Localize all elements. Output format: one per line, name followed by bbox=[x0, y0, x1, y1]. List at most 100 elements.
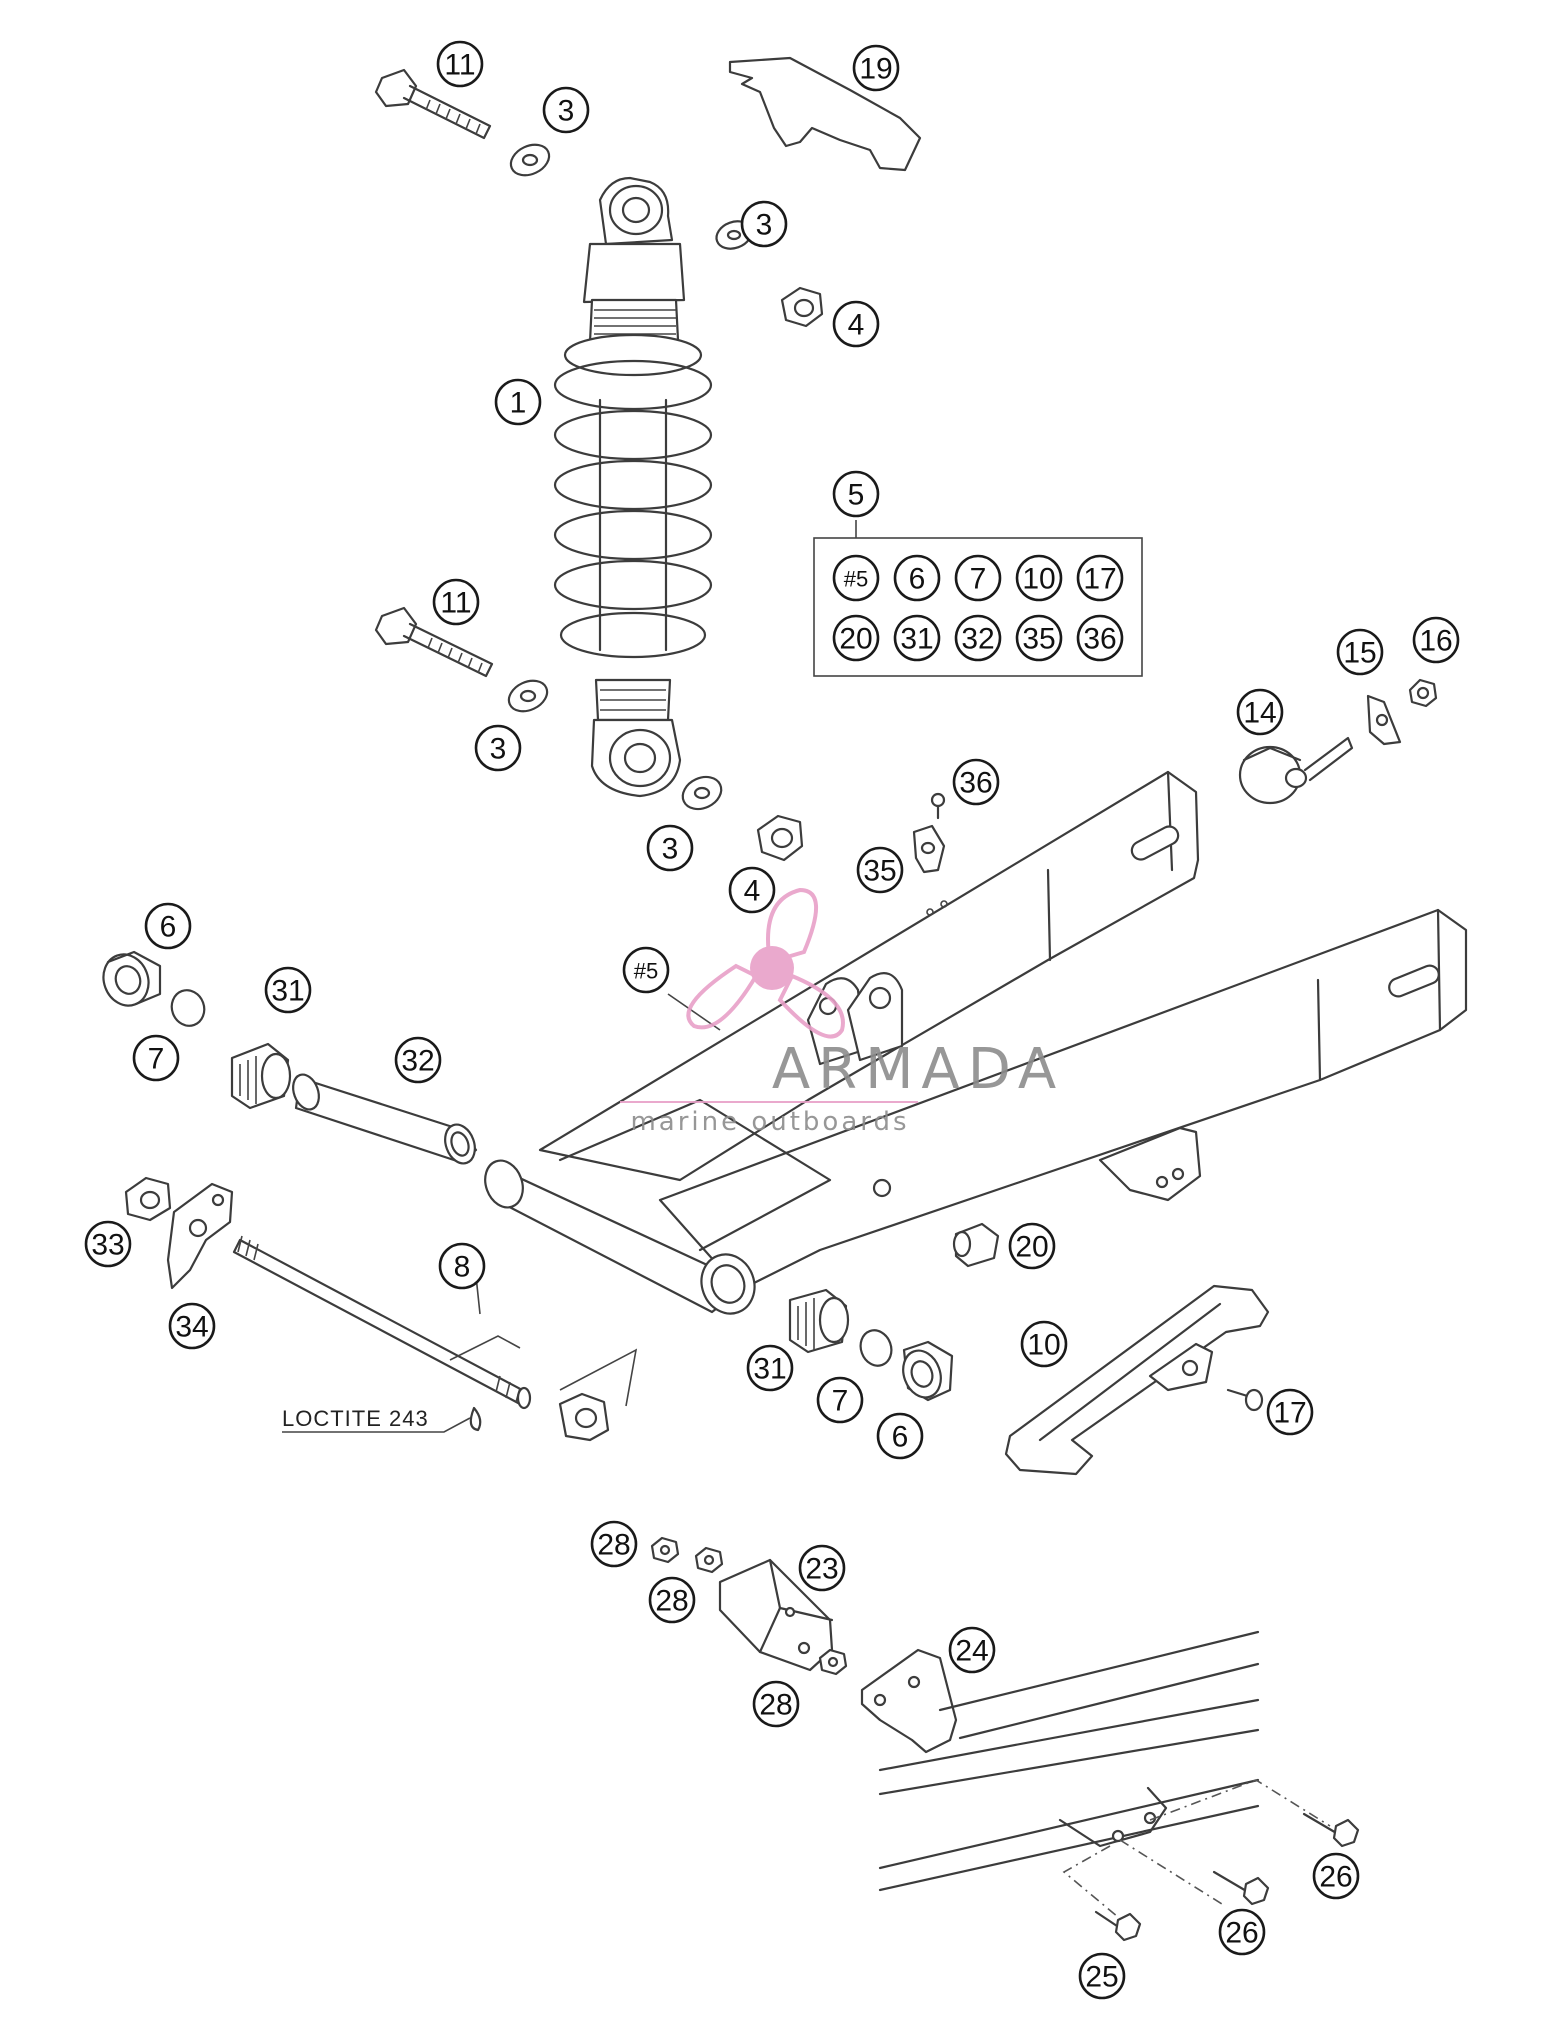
callout-23: 23 bbox=[798, 1544, 846, 1592]
kit-item-label: 36 bbox=[1083, 623, 1116, 656]
nut-28-b bbox=[694, 1546, 724, 1574]
callout-26: 26 bbox=[1218, 1908, 1266, 1956]
propeller-icon bbox=[686, 887, 845, 1039]
seal-6-left bbox=[102, 950, 162, 1007]
callout-34: 34 bbox=[168, 1302, 216, 1350]
bolt-25 bbox=[1094, 1910, 1142, 1942]
callout-label: 36 bbox=[959, 767, 992, 800]
callout-11: 11 bbox=[432, 578, 480, 626]
washer-3-left bbox=[507, 679, 549, 713]
callout-label: 8 bbox=[454, 1251, 471, 1284]
bracket-24 bbox=[860, 1648, 958, 1754]
chain-slider-10 bbox=[1004, 1284, 1270, 1476]
callout-label: 6 bbox=[160, 911, 177, 944]
callout-16: 16 bbox=[1412, 616, 1460, 664]
callout-3: 3 bbox=[646, 824, 694, 872]
callout-7: 7 bbox=[816, 1376, 864, 1424]
callout-28: 28 bbox=[648, 1576, 696, 1624]
bolt-26-upper bbox=[1302, 1812, 1360, 1848]
callout-4: 4 bbox=[832, 300, 880, 348]
kit-item-label: 20 bbox=[839, 623, 872, 656]
callout-label: 7 bbox=[148, 1043, 165, 1076]
kit-item-h5: #5 bbox=[832, 554, 880, 602]
callout-19: 19 bbox=[852, 44, 900, 92]
callout-label: 3 bbox=[662, 833, 679, 866]
callout-1: 1 bbox=[494, 378, 542, 426]
callout-31: 31 bbox=[746, 1344, 794, 1392]
callout-15: 15 bbox=[1336, 628, 1384, 676]
armada-watermark: ARMADA marine outboards bbox=[620, 887, 1064, 1137]
callout-label: 23 bbox=[805, 1553, 838, 1586]
kit-item-32: 32 bbox=[954, 614, 1002, 662]
plate-34 bbox=[166, 1182, 234, 1290]
loctite-note: LOCTITE 243 bbox=[282, 1406, 429, 1431]
kit-item-label: #5 bbox=[844, 567, 868, 592]
kit-item-label: 7 bbox=[970, 563, 987, 596]
callout-7: 7 bbox=[132, 1034, 180, 1082]
callout-20: 20 bbox=[1008, 1222, 1056, 1270]
kit-item-label: 32 bbox=[961, 623, 994, 656]
nut-4-bottom bbox=[756, 814, 804, 862]
bush-32 bbox=[292, 1073, 478, 1165]
kit-item-35: 35 bbox=[1015, 614, 1063, 662]
callout-label: 34 bbox=[175, 1311, 208, 1344]
callout-11: 11 bbox=[436, 40, 484, 88]
callout-label: 10 bbox=[1027, 1329, 1060, 1362]
kit-item-7: 7 bbox=[954, 554, 1002, 602]
kit-item-label: 10 bbox=[1022, 563, 1055, 596]
callout-3: 3 bbox=[740, 200, 788, 248]
callout-label: 3 bbox=[756, 209, 773, 242]
callout-26: 26 bbox=[1312, 1852, 1360, 1900]
callout-10: 10 bbox=[1020, 1320, 1068, 1368]
bolt-11-mid bbox=[374, 606, 494, 678]
watermark-brand: ARMADA bbox=[772, 1037, 1064, 1102]
kit-item-label: 6 bbox=[909, 563, 926, 596]
callout-label: 35 bbox=[863, 855, 896, 888]
kit-callout-layer: #5 6 7 10 17 20 31 32 35 36 bbox=[832, 554, 1124, 662]
callout-label: 6 bbox=[892, 1421, 909, 1454]
kit-item-6: 6 bbox=[893, 554, 941, 602]
callout-6: 6 bbox=[144, 902, 192, 950]
callout-36: 36 bbox=[952, 758, 1000, 806]
clip-35 bbox=[912, 824, 946, 874]
bracket-15 bbox=[1366, 694, 1402, 746]
kit-item-20: 20 bbox=[832, 614, 880, 662]
callout-label: 3 bbox=[490, 733, 507, 766]
callout-28: 28 bbox=[590, 1520, 638, 1568]
callout-3: 3 bbox=[542, 86, 590, 134]
bolt-11-top bbox=[374, 68, 492, 140]
nut-16 bbox=[1408, 678, 1438, 708]
callout-label: 19 bbox=[859, 53, 892, 86]
callout-label: 17 bbox=[1273, 1397, 1306, 1430]
axle-8 bbox=[232, 1235, 638, 1442]
callout-label: 33 bbox=[91, 1229, 124, 1262]
spacer-20 bbox=[952, 1222, 1000, 1268]
callout-17: 17 bbox=[1266, 1388, 1314, 1436]
shock-absorber-1 bbox=[553, 176, 713, 798]
callout-label: 32 bbox=[401, 1045, 434, 1078]
kit-box-outline bbox=[813, 537, 1143, 677]
callout-label: 14 bbox=[1243, 697, 1276, 730]
kit-item-31: 31 bbox=[893, 614, 941, 662]
shim-7-right bbox=[859, 1329, 893, 1367]
callout-8: 8 bbox=[438, 1242, 486, 1290]
kit-item-label: 35 bbox=[1022, 623, 1055, 656]
callout-label: 4 bbox=[848, 309, 865, 342]
nut-33 bbox=[124, 1176, 172, 1222]
callout-32: 32 bbox=[394, 1036, 442, 1084]
kit-item-36: 36 bbox=[1076, 614, 1124, 662]
kit-item-label: 31 bbox=[900, 623, 933, 656]
washer-3-top bbox=[509, 143, 551, 177]
callout-label: 16 bbox=[1419, 625, 1452, 658]
callout-label: 15 bbox=[1343, 637, 1376, 670]
bearing-31-left bbox=[230, 1042, 292, 1110]
kit-item-label: 17 bbox=[1083, 563, 1116, 596]
chain-adjuster-14 bbox=[1238, 736, 1354, 805]
callout-label: #5 bbox=[634, 959, 658, 984]
callout-label: 25 bbox=[1085, 1961, 1118, 1994]
kit-item-17: 17 bbox=[1076, 554, 1124, 602]
nut-28-a bbox=[650, 1536, 680, 1564]
callout-label: 4 bbox=[744, 875, 761, 908]
screw-36 bbox=[930, 792, 946, 820]
